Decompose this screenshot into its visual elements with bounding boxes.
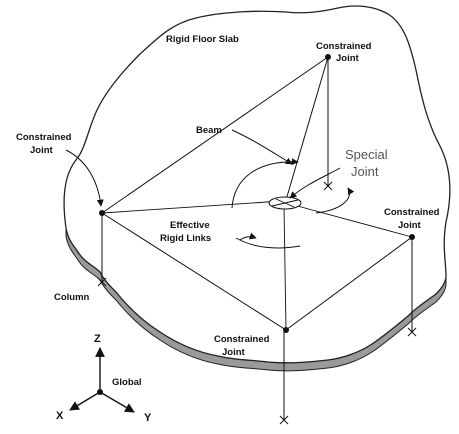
slab-label: Rigid Floor Slab <box>166 34 239 45</box>
constrained-joint-right-label-2: Joint <box>398 220 422 231</box>
global-origin-dot <box>97 389 103 395</box>
constrained-joint-right-label-1: Constrained <box>384 207 440 218</box>
constrained-joint-bottom-label-2: Joint <box>222 347 246 358</box>
constrained-joint-nodes <box>99 54 415 333</box>
rigid-floor-slab-outline <box>63 5 451 364</box>
global-label: Global <box>112 377 142 388</box>
axis-y-label: Y <box>144 412 152 424</box>
constrained-joint-top-label-2: Joint <box>336 53 360 64</box>
special-joint-node <box>268 196 302 210</box>
constrained-joint-bottom-label-1: Constrained <box>214 334 270 345</box>
column-label: Column <box>54 292 90 303</box>
special-joint-label-1: Special <box>345 147 388 162</box>
constrained-joint-left-label-2: Joint <box>30 145 54 156</box>
global-axes <box>69 347 135 413</box>
axis-z-label: Z <box>94 333 101 345</box>
beam-label: Beam <box>196 125 222 136</box>
rigid-links-label-2: Rigid Links <box>160 233 211 244</box>
rigid-links-label-1: Effective <box>170 220 210 231</box>
special-joint-label-2: Joint <box>351 164 379 179</box>
rigid-links <box>101 200 413 331</box>
leader-arrows <box>65 129 341 207</box>
constrained-joint-left-label-1: Constrained <box>16 132 72 143</box>
constrained-joint-top-label-1: Constrained <box>316 41 372 52</box>
axis-x-label: X <box>56 410 64 422</box>
columns <box>101 57 413 420</box>
column-x-marks <box>97 181 417 425</box>
